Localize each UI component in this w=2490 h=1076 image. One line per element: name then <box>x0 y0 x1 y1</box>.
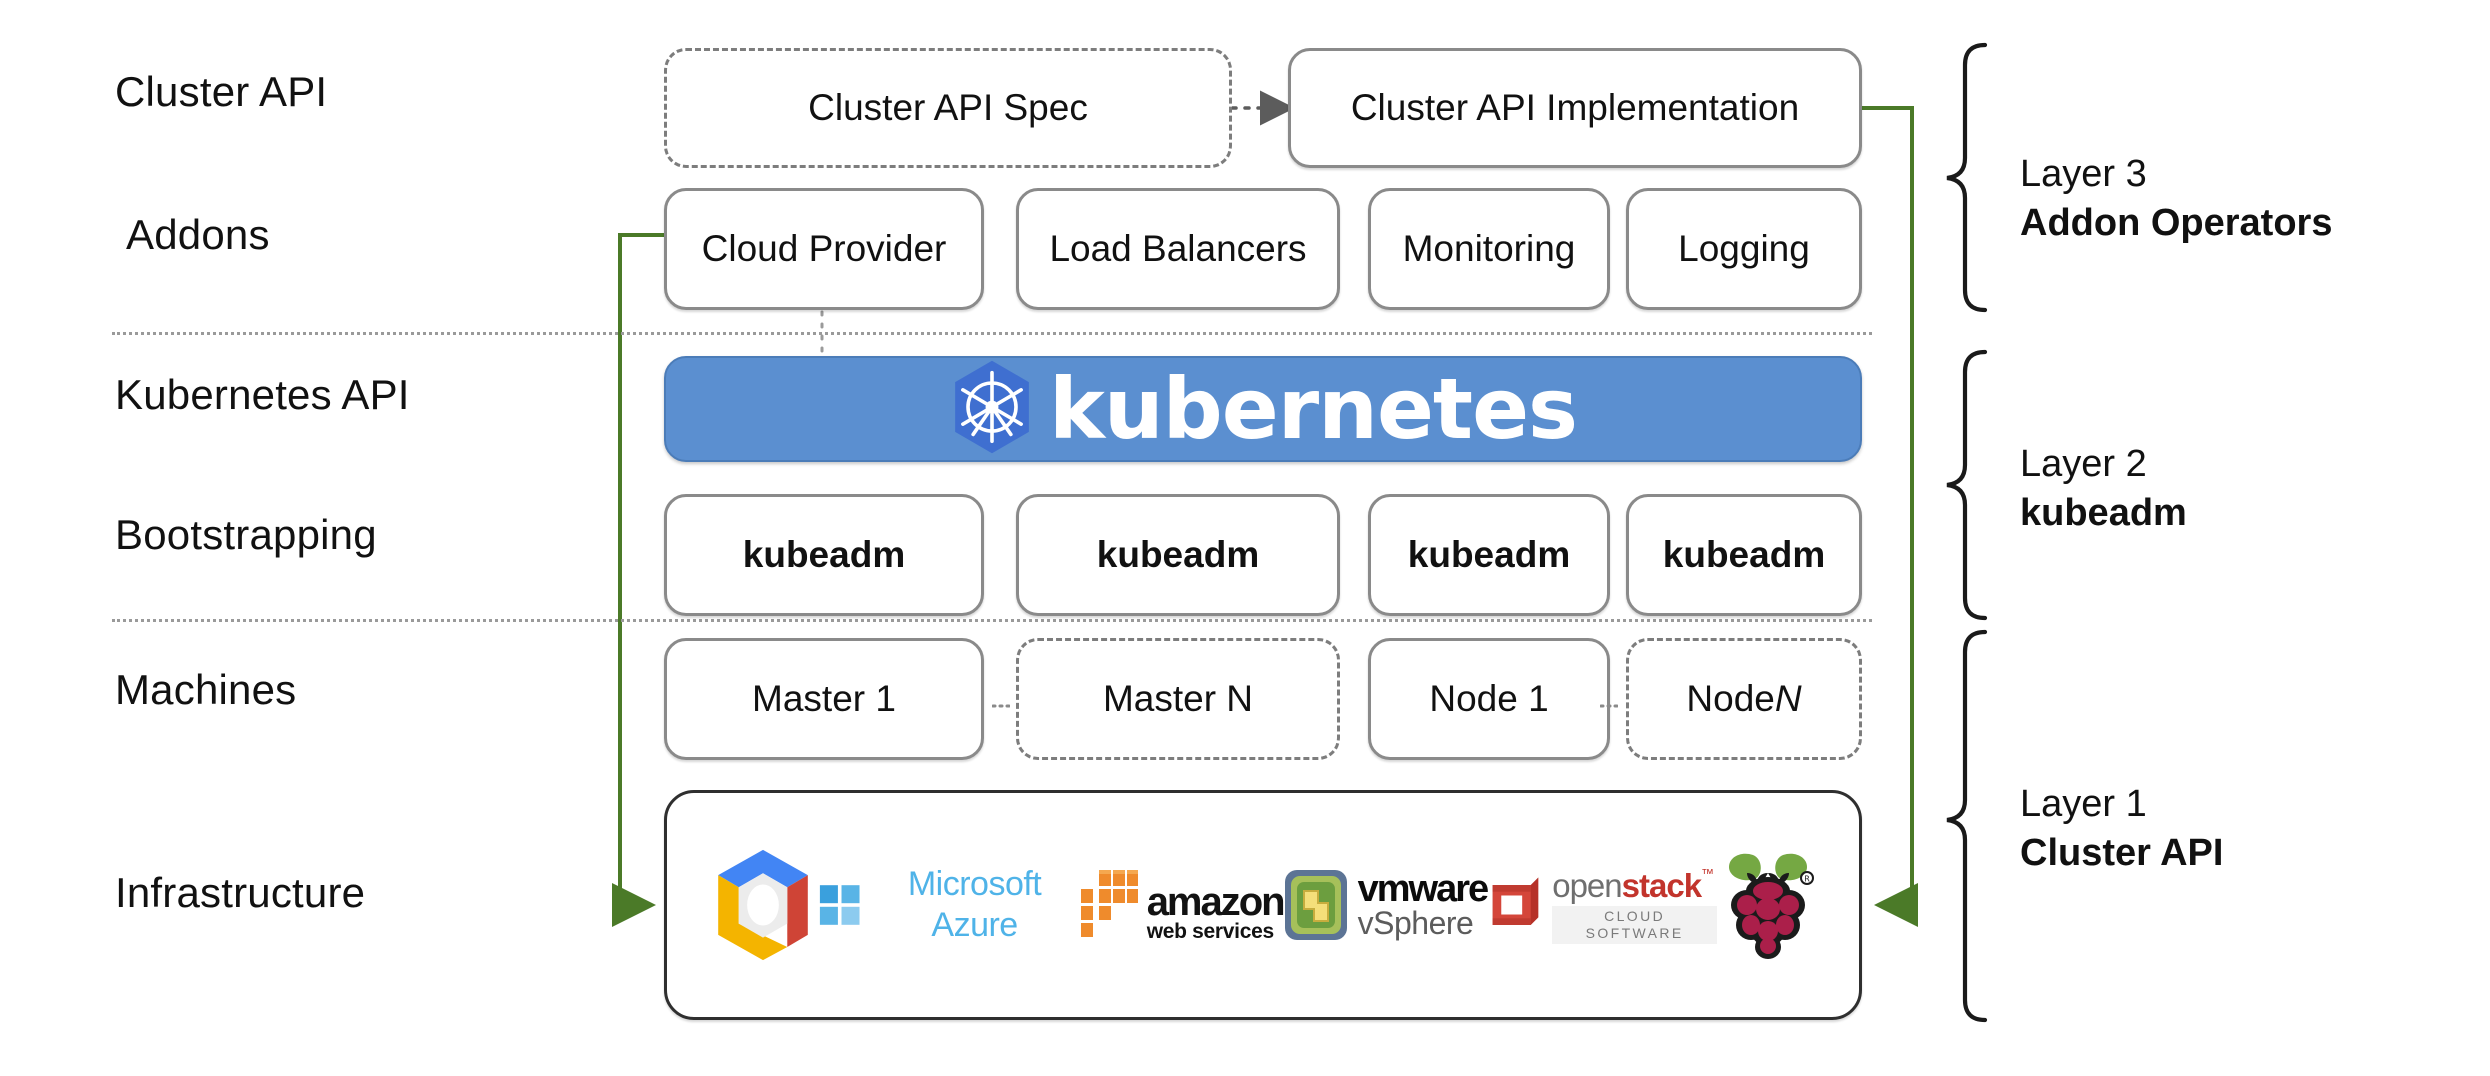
aws-webservices-subtext: web services <box>1146 920 1274 943</box>
kubernetes-wordmark: kubernetes <box>1048 360 1578 458</box>
box-kubeadm-4-label: kubeadm <box>1662 533 1826 575</box>
row-label-kubernetes-api: Kubernetes API <box>115 371 410 418</box>
layer-1-brace <box>1946 629 1988 1023</box>
microsoft-azure-logo: Microsoft Azure <box>819 864 1077 946</box>
box-kubeadm-1[interactable]: kubeadm <box>664 494 984 616</box>
ellipsis-nodes <box>1599 696 1619 708</box>
layer-1-label: Layer 1 Cluster API <box>2020 780 2223 877</box>
box-machine-master-1[interactable]: Master 1 <box>664 638 984 760</box>
box-kubeadm-4[interactable]: kubeadm <box>1626 494 1862 616</box>
box-kubeadm-2[interactable]: kubeadm <box>1016 494 1340 616</box>
vmware-wordmark: vmware <box>1357 867 1490 910</box>
aws-boxes-icon <box>1080 870 1138 937</box>
openstack-logo: open stack ™ CLOUD SOFTWARE <box>1487 866 1717 944</box>
kubernetes-banner[interactable]: kubernetes <box>664 356 1862 462</box>
box-machine-node-n-label: Node <box>1686 677 1775 719</box>
box-machine-master-n[interactable]: Master N <box>1016 638 1340 760</box>
openstack-icon <box>1492 877 1539 925</box>
layer-3-label: Layer 3 Addon Operators <box>2020 150 2332 247</box>
kubernetes-helm-wheel-icon <box>949 359 1035 460</box>
layer-3-name: Addon Operators <box>2020 201 2333 244</box>
box-addon-monitoring-label: Monitoring <box>1402 227 1576 269</box>
layer-1-name: Cluster API <box>2020 831 2224 874</box>
box-machine-master-n-label: Master N <box>1102 677 1254 719</box>
layer-3-number: Layer 3 <box>2020 153 2147 195</box>
box-machine-node-1[interactable]: Node 1 <box>1368 638 1610 760</box>
openstack-subtext: CLOUD SOFTWARE <box>1552 906 1717 944</box>
box-addon-cloud-provider-label: Cloud Provider <box>701 227 947 269</box>
openstack-wordmark-open: open <box>1552 867 1622 905</box>
box-addon-cloud-provider[interactable]: Cloud Provider <box>664 188 984 310</box>
box-addon-logging-label: Logging <box>1678 227 1810 269</box>
box-cluster-api-implementation-label: Cluster API Implementation <box>1350 86 1800 128</box>
layer-2-brace <box>1946 349 1988 621</box>
box-kubeadm-3[interactable]: kubeadm <box>1368 494 1610 616</box>
layer-3-brace <box>1946 42 1988 313</box>
layer-2-name: kubeadm <box>2020 491 2187 534</box>
box-kubeadm-2-label: kubeadm <box>1096 533 1260 575</box>
microsoft-azure-wordmark: Microsoft Azure <box>907 865 1042 944</box>
row-label-cluster-api: Cluster API <box>115 68 328 115</box>
layer-1-number: Layer 1 <box>2020 783 2147 825</box>
raspberry-pi-registered: R <box>1804 875 1810 884</box>
layer-2-number: Layer 2 <box>2020 443 2147 485</box>
box-cluster-api-spec-label: Cluster API Spec <box>808 86 1088 128</box>
box-machine-master-1-label: Master 1 <box>752 677 896 719</box>
row-label-infrastructure: Infrastructure <box>115 869 366 916</box>
infrastructure-logo-row: Microsoft Azure ama <box>667 846 1859 964</box>
openstack-wordmark-stack: stack <box>1621 867 1702 905</box>
row-label-machines: Machines <box>115 666 297 713</box>
vmware-vsphere-logo: vmware vSphere <box>1284 867 1490 942</box>
layer-2-label: Layer 2 kubeadm <box>2020 440 2187 537</box>
ellipsis-masters <box>991 696 1011 708</box>
box-machine-node-n[interactable]: Node N <box>1626 638 1862 760</box>
implementation-to-infrastructure-connector <box>1862 106 1918 927</box>
box-addon-load-balancers-label: Load Balancers <box>1049 227 1307 269</box>
google-cloud-platform-logo <box>707 846 819 964</box>
box-infrastructure[interactable]: Microsoft Azure ama <box>664 790 1862 1020</box>
amazon-web-services-logo: amazon web services <box>1077 868 1286 943</box>
box-kubeadm-1-label: kubeadm <box>742 533 906 575</box>
row-label-bootstrapping: Bootstrapping <box>115 511 377 558</box>
separator-layer2-layer1 <box>112 619 1872 622</box>
row-label-addons: Addons <box>126 211 270 258</box>
box-cluster-api-implementation[interactable]: Cluster API Implementation <box>1288 48 1862 168</box>
box-machine-node-1-label: Node 1 <box>1429 677 1549 719</box>
separator-layer3-layer2 <box>112 332 1872 335</box>
box-addon-logging[interactable]: Logging <box>1626 188 1862 310</box>
box-addon-load-balancers[interactable]: Load Balancers <box>1016 188 1340 310</box>
box-machine-node-n-suffix: N <box>1774 677 1802 719</box>
cloud-provider-to-infrastructure-connector <box>612 233 664 927</box>
vsphere-subtext: vSphere <box>1357 905 1474 942</box>
raspberry-pi-logo: R <box>1717 847 1819 963</box>
amazon-wordmark: amazon <box>1146 880 1286 925</box>
openstack-trademark: ™ <box>1701 866 1715 882</box>
box-kubeadm-3-label: kubeadm <box>1407 533 1571 575</box>
box-addon-monitoring[interactable]: Monitoring <box>1368 188 1610 310</box>
box-cluster-api-spec[interactable]: Cluster API Spec <box>664 48 1232 168</box>
raspberry-pi-icon: R <box>1729 853 1814 959</box>
vsphere-icon <box>1284 870 1347 940</box>
